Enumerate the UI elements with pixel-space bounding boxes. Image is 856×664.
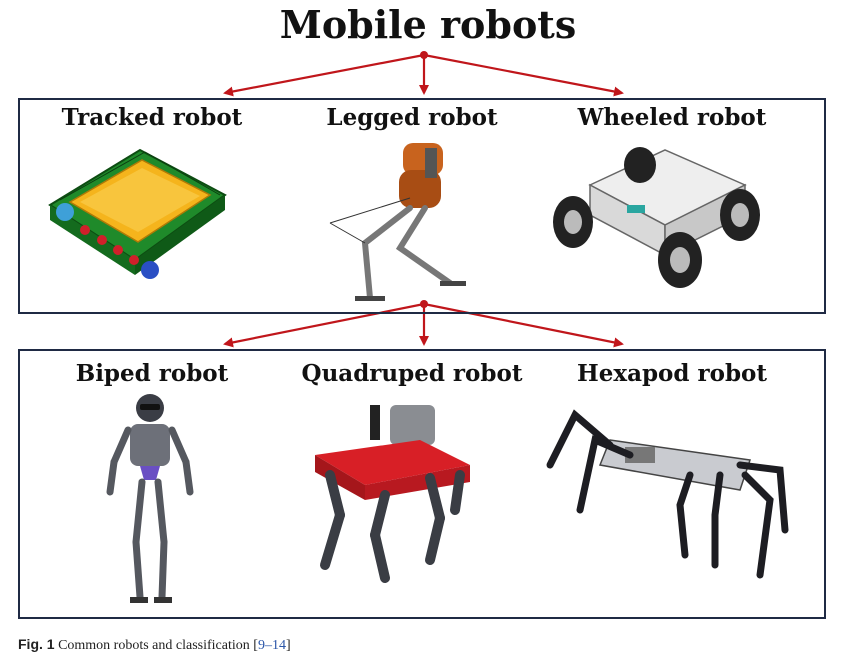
diagram-title: Mobile robots xyxy=(279,2,577,47)
arrow-origin-dot-bottom xyxy=(420,300,428,308)
caption-ref-open: [ xyxy=(253,638,258,653)
caption-reference-link[interactable]: 9–14 xyxy=(257,638,286,653)
label-hexapod-robot: Hexapod robot xyxy=(577,360,767,387)
tracked-robot-image xyxy=(48,148,227,279)
legged-types-panel xyxy=(18,349,826,619)
label-legged-robot: Legged robot xyxy=(326,104,498,131)
caption-ref-close: ] xyxy=(285,638,291,653)
legged-robot-image xyxy=(329,143,466,301)
wheeled-robot-image xyxy=(553,147,760,288)
caption-text: Common robots and classification xyxy=(58,638,250,653)
figure-number: Fig. 1 xyxy=(18,636,55,652)
hexapod-robot-image xyxy=(546,409,789,579)
label-biped-robot: Biped robot xyxy=(75,360,229,387)
arrow-origin-dot-top xyxy=(420,51,428,59)
arrow-to-hexapod xyxy=(423,302,624,348)
arrow-to-tracked xyxy=(223,53,425,97)
arrow-to-biped xyxy=(223,302,425,348)
label-tracked-robot: Tracked robot xyxy=(61,104,243,131)
robot-categories-panel xyxy=(18,98,826,314)
biped-robot-image xyxy=(106,394,194,603)
figure-caption: Fig. 1 Common robots and classification … xyxy=(18,636,291,654)
arrow-to-wheeled xyxy=(423,53,624,97)
label-quadruped-robot: Quadruped robot xyxy=(301,360,523,387)
label-wheeled-robot: Wheeled robot xyxy=(577,104,767,131)
quadruped-robot-image xyxy=(315,405,470,583)
